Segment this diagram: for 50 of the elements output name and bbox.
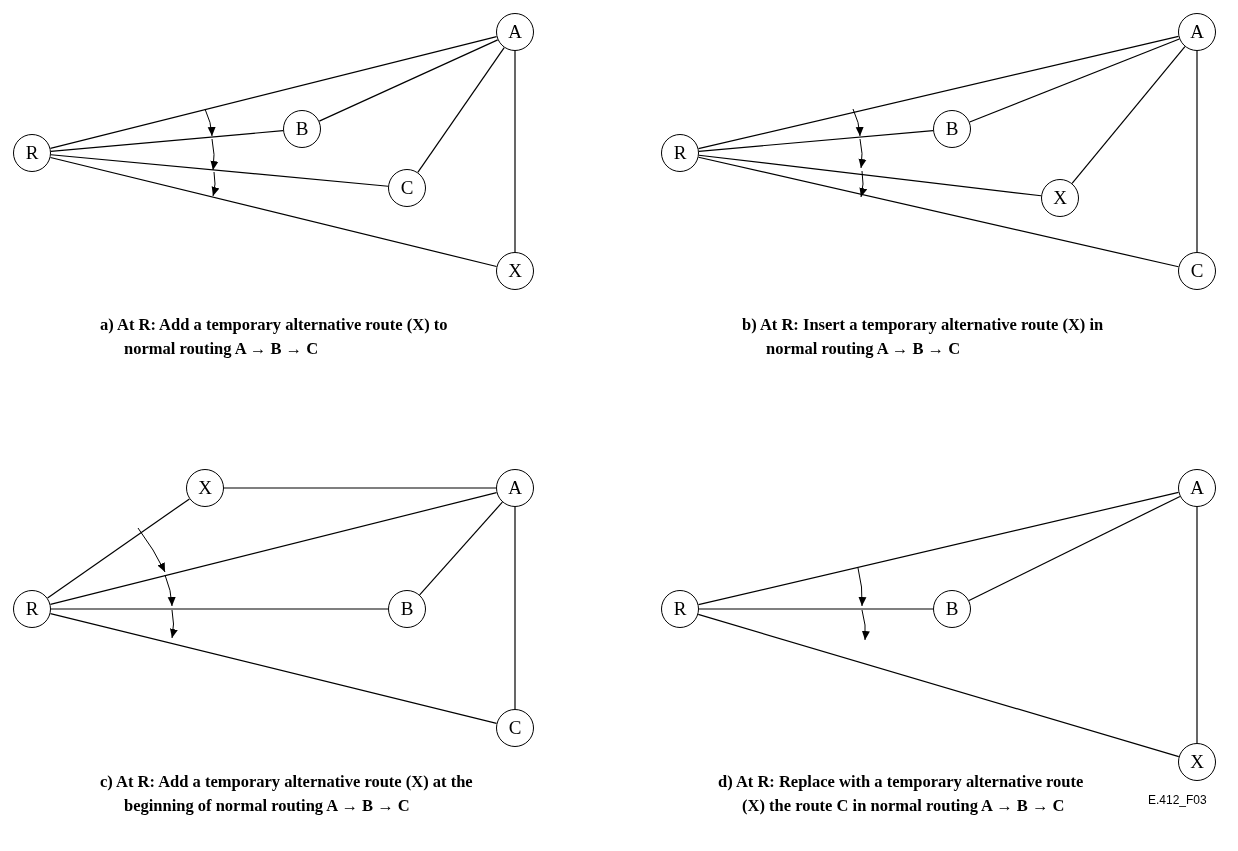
- node-circle: R: [661, 590, 699, 628]
- node-circle: B: [933, 590, 971, 628]
- connector-line: [697, 156, 1180, 268]
- connector-line: [49, 156, 498, 268]
- connector-line: [697, 613, 1180, 758]
- connector-line: [49, 612, 498, 725]
- panel-caption: b) At R: Insert a temporary alternative route (X) in normal routing A → B → C: [742, 314, 1105, 360]
- node-circle: C: [1178, 252, 1216, 290]
- node-circle: X: [1041, 179, 1079, 217]
- connector-line: [698, 154, 1042, 197]
- connector-line: [1071, 46, 1186, 184]
- connector-line: [49, 36, 498, 149]
- node-circle: B: [388, 590, 426, 628]
- connector-line: [697, 491, 1180, 606]
- connector-line: [1196, 506, 1198, 744]
- node-circle: A: [1178, 469, 1216, 507]
- connector-line: [50, 608, 389, 610]
- connector-line: [698, 608, 934, 610]
- node-circle: X: [496, 252, 534, 290]
- connector-line: [1196, 50, 1198, 253]
- node-circle: A: [1178, 13, 1216, 51]
- connector-line: [223, 487, 497, 489]
- node-circle: C: [388, 169, 426, 207]
- connector-line: [697, 35, 1180, 150]
- node-circle: X: [1178, 743, 1216, 781]
- node-circle: X: [186, 469, 224, 507]
- node-circle: A: [496, 469, 534, 507]
- node-circle: R: [661, 134, 699, 172]
- connector-line: [698, 130, 934, 152]
- panel-caption: c) At R: Add a temporary alternative route (X) at the beginning of normal routing A → B → C: [100, 771, 474, 817]
- connector-line: [50, 130, 284, 152]
- node-circle: A: [496, 13, 534, 51]
- connector-line: [417, 47, 505, 173]
- connector-line: [46, 498, 191, 599]
- connector-line: [49, 492, 498, 605]
- connector-line: [514, 506, 516, 710]
- node-circle: R: [13, 590, 51, 628]
- connector-line: [318, 39, 499, 122]
- node-circle: B: [933, 110, 971, 148]
- connector-line: [50, 154, 389, 187]
- figure-code: E.412_F03: [1148, 793, 1207, 807]
- connector-line: [968, 495, 1181, 602]
- panel-caption: a) At R: Add a temporary alternative route (X) to normal routing A → B → C: [100, 314, 449, 360]
- node-circle: R: [13, 134, 51, 172]
- node-circle: C: [496, 709, 534, 747]
- connector-line: [514, 50, 516, 253]
- connector-line: [969, 38, 1180, 123]
- panel-caption: d) At R: Replace with a temporary alternative route (X) the route C in normal routing A → B → C: [718, 771, 1085, 817]
- connector-line: [419, 501, 503, 596]
- node-circle: B: [283, 110, 321, 148]
